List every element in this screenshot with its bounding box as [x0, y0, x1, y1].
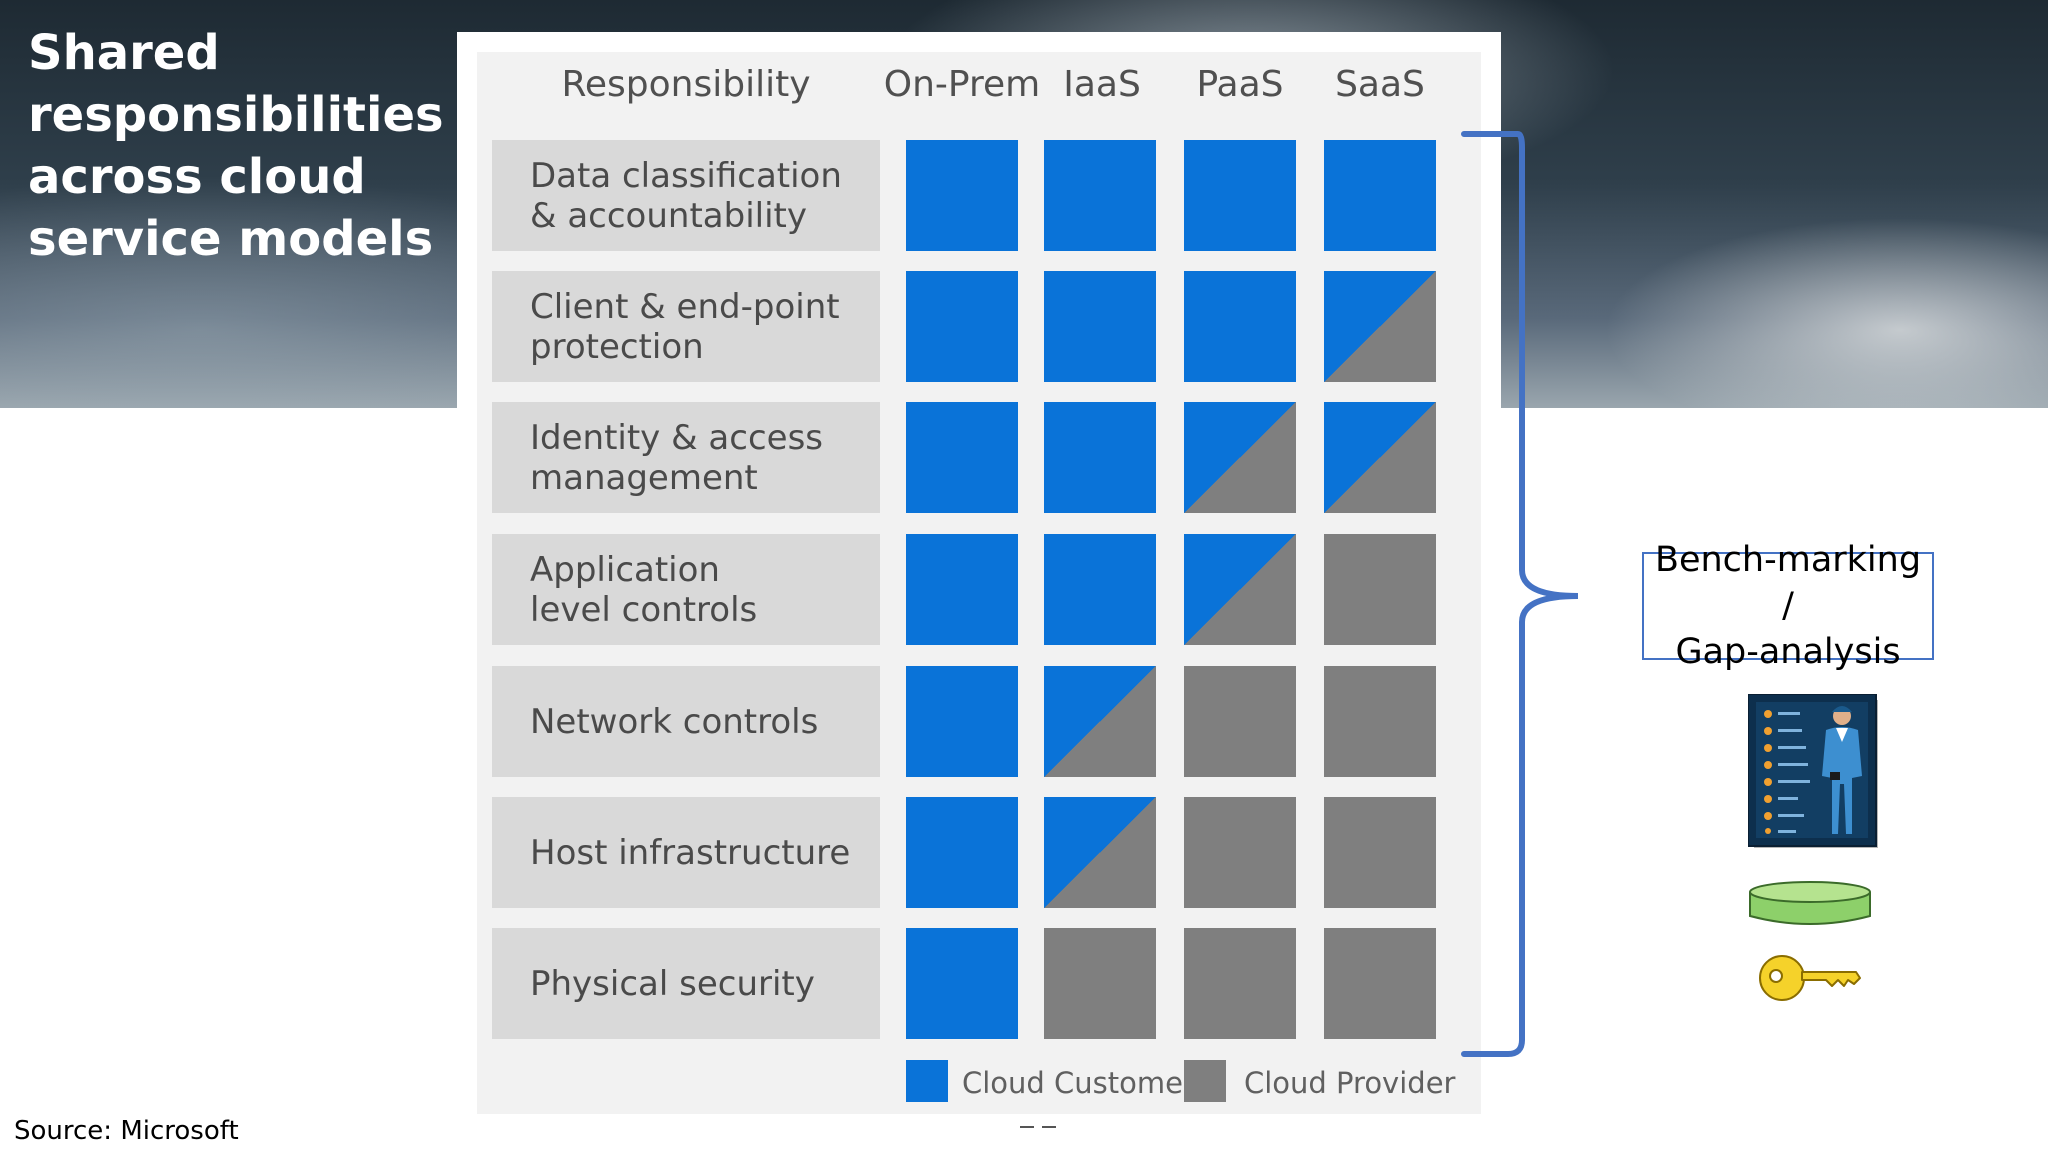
cell-shared-r6-iaas [1044, 797, 1156, 908]
cell-customer-r2-iaas [1044, 271, 1156, 382]
row-label-identity-access: Identity & access management [492, 402, 880, 513]
column-header-iaas: IaaS [1063, 64, 1141, 105]
cell-customer-r2-paas [1184, 271, 1296, 382]
cell-provider-r7-iaas [1044, 928, 1156, 1039]
row-label-client-endpoint: Client & end-point protection [492, 271, 880, 382]
legend-label-provider: Cloud Provider [1244, 1066, 1456, 1100]
column-header-saas: SaaS [1335, 64, 1425, 105]
profile-card-icon [1748, 694, 1878, 848]
cell-customer-r7-on-prem [906, 928, 1018, 1039]
cell-customer-r1-iaas [1044, 140, 1156, 251]
column-header-on-prem: On-Prem [883, 64, 1041, 105]
footer-dashes [1020, 1126, 1058, 1128]
cell-provider-r4-saas [1324, 534, 1436, 645]
cell-customer-r6-on-prem [906, 797, 1018, 908]
cell-provider-r7-saas [1324, 928, 1436, 1039]
cell-customer-r1-paas [1184, 140, 1296, 251]
row-label-application-controls: Application level controls [492, 534, 880, 645]
cell-provider-r7-paas [1184, 928, 1296, 1039]
cell-customer-r4-iaas [1044, 534, 1156, 645]
right-curly-brace [1461, 131, 1578, 1057]
cell-customer-r3-iaas [1044, 402, 1156, 513]
key-icon [1759, 955, 1861, 1001]
row-label-physical-security: Physical security [492, 928, 880, 1039]
responsibility-header: Responsibility [561, 64, 811, 105]
cell-shared-r3-paas [1184, 402, 1296, 513]
cell-customer-r1-saas [1324, 140, 1436, 251]
row-label-host-infrastructure: Host infrastructure [492, 797, 880, 908]
source-caption: Source: Microsoft [14, 1116, 239, 1146]
cell-shared-r3-saas [1324, 402, 1436, 513]
cell-customer-r5-on-prem [906, 666, 1018, 777]
cell-shared-r4-paas [1184, 534, 1296, 645]
column-header-paas: PaaS [1196, 64, 1284, 105]
slide-title: Shared responsibilities across cloud ser… [28, 25, 444, 267]
cell-provider-r6-paas [1184, 797, 1296, 908]
legend-label-customer: Cloud Customer [962, 1066, 1195, 1100]
cell-provider-r6-saas [1324, 797, 1436, 908]
benchmarking-gap-analysis-box: Bench-marking / Gap-analysis [1642, 540, 1934, 672]
cell-provider-r5-saas [1324, 666, 1436, 777]
row-label-network-controls: Network controls [492, 666, 880, 777]
legend-swatch-customer [906, 1060, 948, 1102]
cell-customer-r3-on-prem [906, 402, 1018, 513]
legend-swatch-provider [1184, 1060, 1226, 1102]
disc-icon [1749, 881, 1871, 925]
cell-shared-r5-iaas [1044, 666, 1156, 777]
cell-shared-r2-saas [1324, 271, 1436, 382]
cell-customer-r2-on-prem [906, 271, 1018, 382]
cell-provider-r5-paas [1184, 666, 1296, 777]
cell-customer-r4-on-prem [906, 534, 1018, 645]
cell-customer-r1-on-prem [906, 140, 1018, 251]
row-label-data-classification: Data classification & accountability [492, 140, 880, 251]
